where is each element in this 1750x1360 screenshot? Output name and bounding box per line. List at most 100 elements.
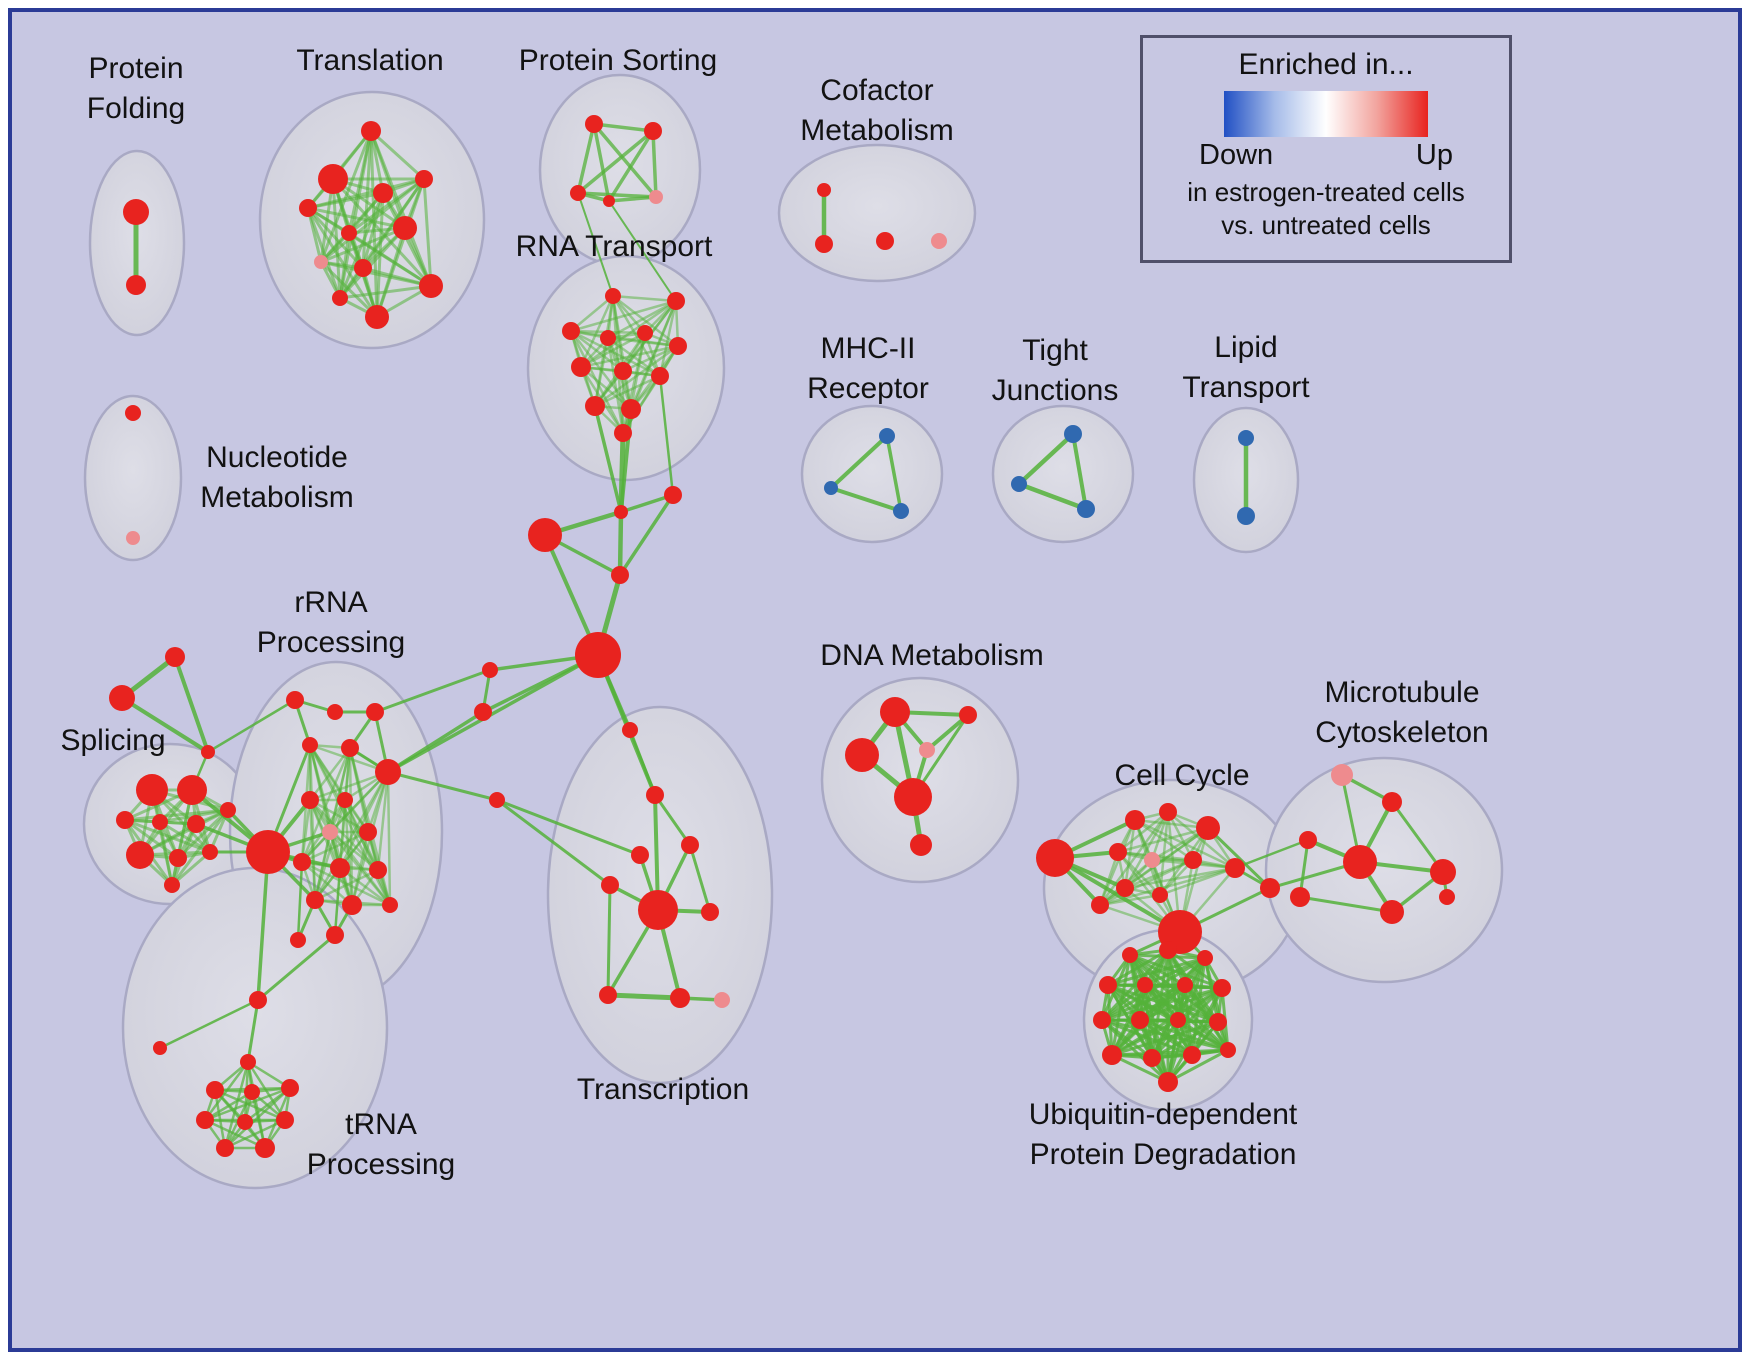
edge <box>1138 986 1224 1022</box>
edge <box>306 206 365 270</box>
node-U11 <box>1209 1013 1227 1031</box>
node-TR8 <box>237 1114 253 1130</box>
node-CC11 <box>1091 896 1109 914</box>
node-MC6 <box>1290 887 1310 907</box>
node-MC1 <box>1331 764 1353 786</box>
edge <box>386 770 499 802</box>
node-R17 <box>382 897 398 913</box>
node-MC5 <box>1430 859 1456 885</box>
edge <box>308 746 352 802</box>
node-RT11 <box>621 399 641 419</box>
node-CC9 <box>1116 879 1134 897</box>
node-TR6 <box>281 1079 299 1097</box>
edge <box>577 192 614 297</box>
edge <box>246 998 260 1064</box>
node-SP2 <box>177 775 207 805</box>
edge <box>1098 893 1162 907</box>
edge <box>373 668 492 714</box>
edge <box>158 998 260 1050</box>
edge <box>569 294 615 333</box>
node-SP3 <box>116 811 134 829</box>
node-T10 <box>419 274 443 298</box>
node-CM1 <box>817 183 831 197</box>
edge <box>223 1118 287 1150</box>
cluster-label-protein-folding: Protein <box>88 52 183 85</box>
node-MC2 <box>1382 792 1402 812</box>
edge <box>308 798 354 907</box>
edge <box>885 434 903 513</box>
edge <box>592 122 611 203</box>
edge <box>223 1060 250 1150</box>
node-TR3 <box>240 1054 256 1070</box>
edge <box>1116 826 1210 854</box>
edge <box>1053 856 1182 934</box>
edge <box>1100 1018 1170 1084</box>
node-X7 <box>701 903 719 921</box>
node-CM4 <box>931 233 947 249</box>
edge <box>176 808 230 860</box>
node-RT4 <box>600 330 616 346</box>
node-U6 <box>1177 977 1193 993</box>
cluster-label-nucleotide-metabolism: Nucleotide <box>206 441 348 474</box>
edge <box>375 226 407 319</box>
legend-title: Enriched in... <box>1238 48 1414 81</box>
node-SP7 <box>126 841 154 869</box>
node-X5 <box>601 876 619 894</box>
edge <box>386 653 600 774</box>
edge <box>120 696 210 754</box>
node-RT5 <box>637 325 653 341</box>
edge <box>606 883 612 997</box>
legend-subtitle-line2: vs. untreated cells <box>1221 210 1431 241</box>
legend-endpoint-labels: Down Up <box>1199 139 1453 172</box>
node-LT1 <box>1238 430 1254 446</box>
node-RT6 <box>669 337 687 355</box>
cluster-label-lipid-transport: Lipid <box>1214 331 1277 364</box>
cluster-label-cell-cycle: Cell Cycle <box>1114 759 1249 792</box>
edge <box>607 129 655 203</box>
edge <box>658 299 678 378</box>
node-U3 <box>1197 950 1213 966</box>
node-TJ3 <box>1077 500 1095 518</box>
node-RT10 <box>585 396 605 416</box>
node-R6 <box>375 759 401 785</box>
cluster-ellipse-nucleotide-metabolism <box>83 394 183 562</box>
node-MC7 <box>1380 900 1404 924</box>
edge <box>1233 838 1310 870</box>
edge <box>369 129 385 195</box>
edge <box>1116 810 1170 854</box>
cluster-label-microtubule-cytoskeleton: Cytoskeleton <box>1315 716 1488 749</box>
node-R10 <box>322 824 338 840</box>
edge <box>569 299 678 333</box>
cluster-ellipse-cofactor-metabolism <box>777 143 977 283</box>
node-CM3 <box>876 232 894 250</box>
node-MC3 <box>1299 831 1317 849</box>
node-LT2 <box>1237 507 1255 525</box>
edge <box>1176 1018 1230 1052</box>
node-CC4 <box>1196 816 1220 840</box>
edge <box>308 770 390 802</box>
edge <box>606 336 625 435</box>
edge <box>579 344 680 369</box>
cluster-label-protein-folding: Folding <box>87 92 185 125</box>
node-TJ1 <box>1064 425 1082 443</box>
edge <box>170 850 212 887</box>
edge <box>1110 1020 1220 1057</box>
edge <box>1106 956 1207 987</box>
node-TR11 <box>255 1138 275 1158</box>
edge <box>651 129 658 199</box>
edge <box>619 407 633 514</box>
node-TR1 <box>249 991 267 1009</box>
node-R11 <box>359 823 377 841</box>
cluster-label-cofactor-metabolism: Metabolism <box>800 114 953 147</box>
node-SP6 <box>220 802 236 818</box>
node-RT7 <box>571 357 591 377</box>
legend: Enriched in... Down Up in estrogen-treat… <box>1140 35 1512 263</box>
cluster-label-tight-junctions: Junctions <box>992 374 1119 407</box>
edge <box>306 206 342 300</box>
node-R16 <box>342 895 362 915</box>
node-U1 <box>1122 947 1138 963</box>
node-T5 <box>415 170 433 188</box>
cluster-label-nucleotide-metabolism: Metabolism <box>200 481 353 514</box>
